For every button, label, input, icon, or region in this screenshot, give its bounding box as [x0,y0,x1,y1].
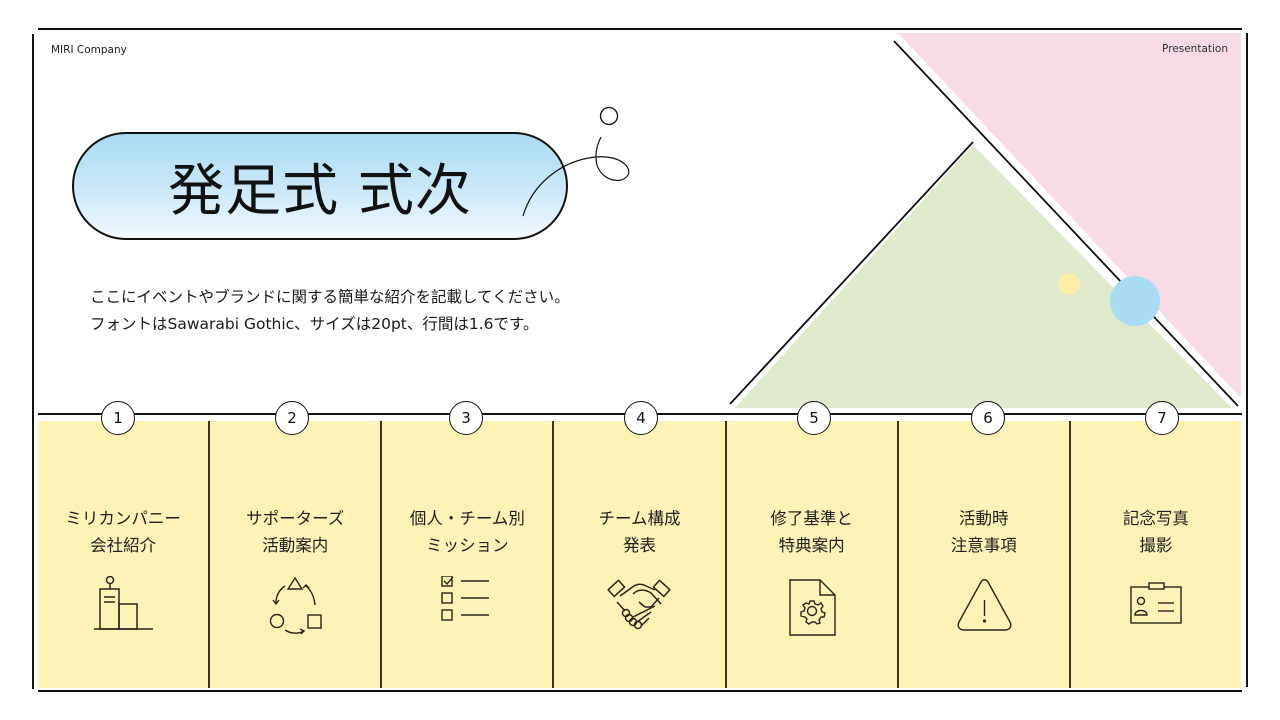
agenda-item-7: 記念写真 撮影 [1068,421,1241,688]
cycle-shapes-icon [270,576,322,635]
step-number-badge: 7 [1145,401,1179,435]
frame-top [38,28,1242,30]
intro-line-2: フォントはSawarabi Gothic、サイズは20pt、行間は1.6です。 [90,315,539,333]
step-number-badge: 1 [101,401,135,435]
frame-bottom [38,690,1242,692]
agenda-item-title: チーム構成 発表 [598,509,681,555]
step-number-badge: 5 [797,401,831,435]
frame-left [32,34,34,689]
step-number-badge: 6 [971,401,1005,435]
agenda-item-title: 記念写真 撮影 [1122,509,1189,555]
agenda-cards: ミリカンパニー 会社紹介 サポーターズ 活動案内 個人・チーム別 ミッション [38,421,1241,688]
document-gear-icon [788,579,836,636]
building-icon [94,576,154,630]
agenda-item-2: サポーターズ 活動案内 [208,421,380,688]
agenda-item-5: 修了基準と 特典案内 [724,421,897,688]
agenda-item-4: チーム構成 発表 [552,421,724,688]
intro-text: ここにイベントやブランドに関する簡単な紹介を記載してください。 フォントはSaw… [90,284,570,338]
agenda-item-title: 個人・チーム別 ミッション [409,509,525,555]
checklist-icon [441,576,490,621]
warning-icon [957,579,1012,631]
step-number-badge: 3 [449,401,483,435]
agenda-item-6: 活動時 注意事項 [896,421,1069,688]
agenda-item-title: サポーターズ 活動案内 [246,509,345,555]
page-title: 発足式 式次 [168,158,472,224]
intro-line-1: ここにイベントやブランドに関する簡単な紹介を記載してください。 [90,288,570,306]
id-card-icon [1130,582,1182,624]
agenda-item-1: ミリカンパニー 会社紹介 [38,421,208,688]
agenda-item-title: ミリカンパニー 会社紹介 [65,509,181,555]
decorative-loop-icon [522,106,630,217]
step-number-badge: 4 [624,401,658,435]
frame-right [1246,33,1248,687]
company-name: MIRI Company [51,44,127,56]
agenda-item-3: 個人・チーム別 ミッション [380,421,552,688]
step-number-badge: 2 [275,401,309,435]
presentation-label: Presentation [1162,43,1228,55]
agenda-item-title: 活動時 注意事項 [950,509,1017,555]
title-pill: 発足式 式次 [72,132,568,240]
agenda-item-title: 修了基準と 特典案内 [770,509,853,555]
handshake-icon [607,579,672,630]
